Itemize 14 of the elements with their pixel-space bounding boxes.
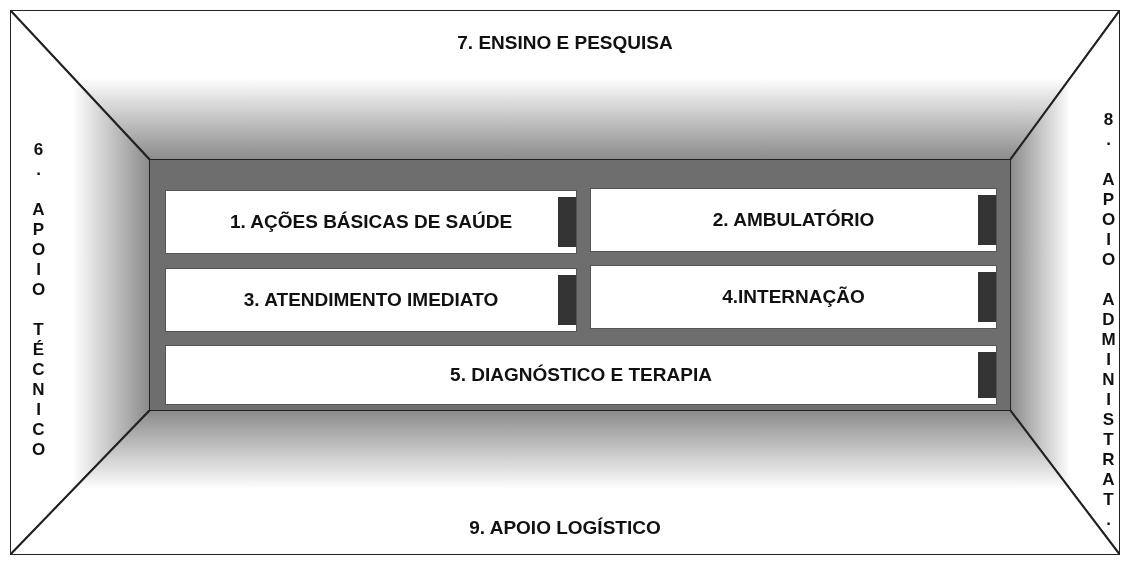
section-box (165, 268, 577, 332)
section-box (590, 265, 997, 329)
box-label: 5. DIAGNÓSTICO E TERAPIA (450, 364, 712, 386)
box-label: 1. AÇÕES BÁSICAS DE SAÚDE (229, 211, 513, 233)
band-label: 8. APOIO ADMINISTRAT. (1098, 110, 1118, 530)
band-label: 6. APOIO TÉCNICO (28, 140, 48, 460)
band-label: 7. ENSINO E PESQUISA (457, 32, 673, 54)
section-box (590, 188, 997, 252)
section-box (165, 190, 577, 254)
box-label: 4.INTERNAÇÃO (722, 286, 865, 308)
box-label: 2. AMBULATÓRIO (712, 209, 875, 231)
box-label: 3. ATENDIMENTO IMEDIATO (243, 289, 499, 311)
section-box (165, 345, 997, 405)
band-label: 9. APOIO LOGÍSTICO (469, 517, 661, 539)
